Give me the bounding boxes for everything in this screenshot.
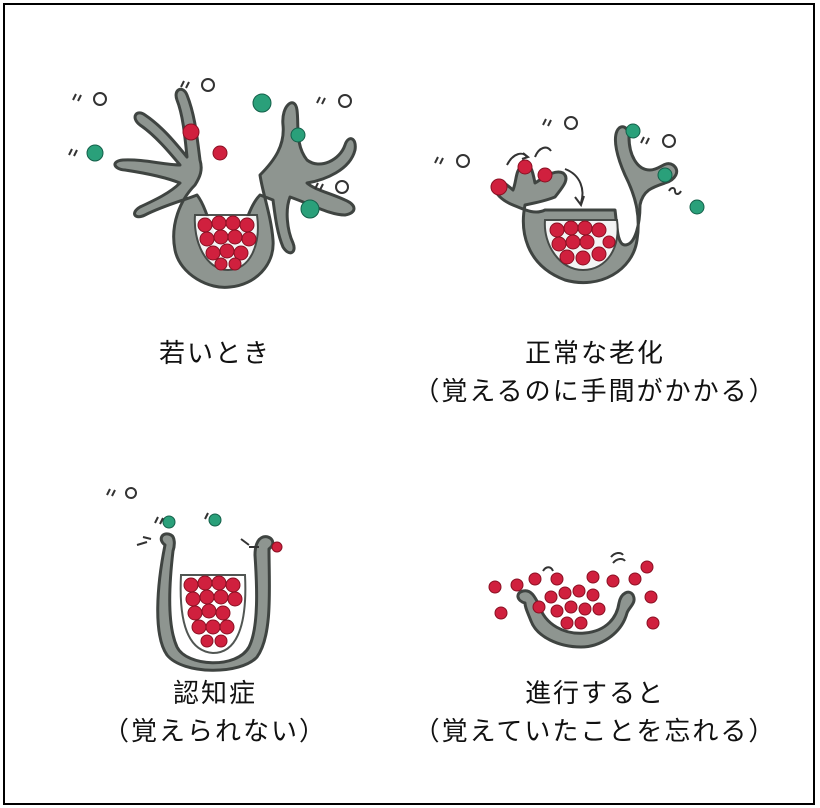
floating-bubbles bbox=[106, 487, 259, 548]
panel-normal-aging: 正常な老化 （覚えるのに手間がかかる） bbox=[385, 65, 805, 425]
stored-memory-dots bbox=[488, 560, 660, 630]
floating-bubbles bbox=[68, 78, 352, 194]
neuron-body bbox=[516, 589, 636, 649]
caption-normal-aging-sub: （覚えるのに手間がかかる） bbox=[413, 377, 777, 407]
neuron-body bbox=[156, 532, 275, 672]
panel-advanced: 進行すると （覚えていたことを忘れる） bbox=[385, 475, 805, 795]
caption-advanced: 進行すると （覚えていたことを忘れる） bbox=[385, 675, 805, 751]
caption-young-main: 若いとき bbox=[158, 339, 271, 369]
caption-normal-aging-main: 正常な老化 bbox=[524, 339, 665, 369]
stored-memory-dots bbox=[490, 159, 616, 266]
new-info-dots bbox=[625, 123, 705, 215]
caption-advanced-sub: （覚えていたことを忘れる） bbox=[413, 717, 777, 747]
caption-young: 若いとき bbox=[45, 335, 385, 373]
caption-dementia: 認知症 （覚えられない） bbox=[45, 675, 385, 751]
new-info-dots bbox=[86, 93, 320, 219]
new-info-dots bbox=[162, 513, 222, 529]
normal-aging-neuron-illustration bbox=[434, 116, 705, 285]
panel-dementia: 認知症 （覚えられない） bbox=[45, 475, 385, 795]
young-neuron-illustration bbox=[68, 78, 357, 289]
caption-normal-aging: 正常な老化 （覚えるのに手間がかかる） bbox=[385, 335, 805, 411]
advanced-neuron-illustration bbox=[488, 551, 660, 649]
caption-advanced-main: 進行すると bbox=[524, 679, 665, 709]
figure-frame: 若いとき bbox=[3, 3, 815, 805]
stored-memory-dots bbox=[183, 541, 283, 648]
caption-dementia-main: 認知症 bbox=[172, 679, 257, 709]
caption-dementia-sub: （覚えられない） bbox=[102, 717, 327, 747]
dementia-neuron-illustration bbox=[106, 487, 283, 672]
fade-marks bbox=[542, 551, 626, 572]
floating-bubbles bbox=[434, 116, 682, 195]
panel-young: 若いとき bbox=[45, 65, 385, 395]
neuron-body bbox=[493, 125, 679, 285]
flow-arrows bbox=[506, 146, 585, 208]
stored-memory-dots bbox=[182, 123, 257, 271]
